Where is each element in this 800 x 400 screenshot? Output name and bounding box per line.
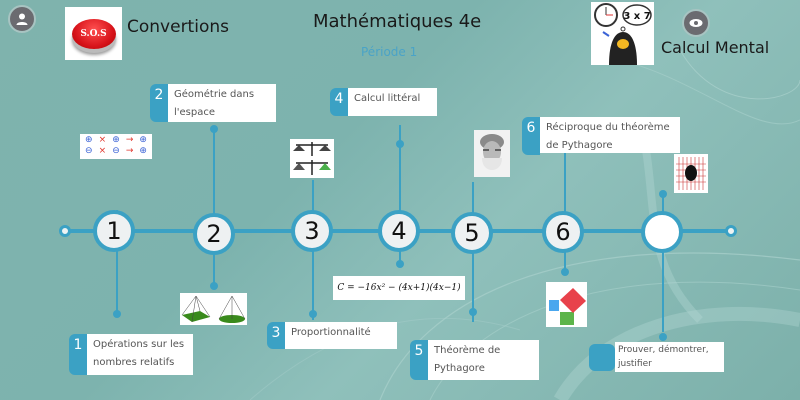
balance-scale-image <box>290 139 334 178</box>
chapter-title-line1: Géométrie dans <box>174 89 255 100</box>
timeline-start-point <box>59 225 71 237</box>
pyramid-cone-image <box>180 293 247 325</box>
user-icon <box>16 13 28 25</box>
chapter-number: 4 <box>330 88 348 116</box>
mental-math-illustration: 3 x 7 <box>594 3 652 65</box>
eye-icon <box>689 19 703 27</box>
connector-dot-7a <box>659 190 667 198</box>
connector-2 <box>213 128 215 288</box>
chapter-card-7[interactable]: Prouver, démontrer, justifier <box>589 342 724 372</box>
sos-image-text: S.O.S <box>71 18 116 49</box>
formula-image: C = −16x² − (4x+1)(4x−1) <box>333 276 465 300</box>
chapter-number: 6 <box>522 117 540 155</box>
timeline-node-3[interactable]: 3 <box>291 210 333 252</box>
svg-text:3 x 7: 3 x 7 <box>623 11 650 22</box>
mental-math-link[interactable]: Calcul Mental <box>661 38 770 57</box>
mental-math-image[interactable]: 3 x 7 <box>591 2 654 65</box>
connector-dot-3 <box>309 310 317 318</box>
chapter-title-line1: Calcul littéral <box>354 93 421 104</box>
chapter-number: 5 <box>410 340 428 380</box>
period-subtitle: Période 1 <box>361 45 418 59</box>
pythagoras-squares-image <box>546 282 587 327</box>
conversions-link[interactable]: Convertions <box>127 17 229 37</box>
chapter-title-line2: nombres relatifs <box>93 357 175 368</box>
connector-dot-2b <box>210 282 218 290</box>
page-title: Mathématiques 4e <box>313 11 482 32</box>
connector-dot-1 <box>113 310 121 318</box>
connector-dot-7b <box>659 333 667 341</box>
user-button[interactable] <box>8 5 36 33</box>
chapter-number: 3 <box>267 322 285 349</box>
connector-dot-5 <box>469 308 477 316</box>
connector-dot-4b <box>396 260 404 268</box>
chapter-title-line1: Proportionnalité <box>291 327 371 338</box>
chapter-title-line1: Prouver, démontrer, <box>618 345 709 355</box>
chapter-card-4[interactable]: 4 Calcul littéral <box>330 88 437 116</box>
connector-dot-2a <box>210 125 218 133</box>
chapter-number: 2 <box>150 84 168 122</box>
chapter-title-line2: l'espace <box>174 107 216 118</box>
chapter-card-3[interactable]: 3 Proportionnalité <box>267 322 397 349</box>
pythagoras-portrait-image <box>474 130 510 177</box>
connector-1 <box>116 210 118 314</box>
chapter-title-line2: de Pythagore <box>546 140 613 151</box>
connector-dot-4a <box>396 140 404 148</box>
chapter-number: 1 <box>69 334 87 375</box>
chapter-card-6[interactable]: 6 Réciproque du théorème de Pythagore <box>522 117 680 155</box>
timeline-end-point <box>725 225 737 237</box>
connector-4 <box>399 125 401 265</box>
chapter-card-2[interactable]: 2 Géométrie dans l'espace <box>150 84 276 122</box>
chapter-title-line2: justifier <box>618 359 652 369</box>
chapter-title-line1: Réciproque du théorème <box>546 122 670 133</box>
chapter-title-line1: Théorème de <box>434 345 501 356</box>
timeline-node-2[interactable]: 2 <box>193 213 235 255</box>
signs-rule-image: ⊕×⊕→⊕ ⊖×⊖→⊕ <box>80 134 152 159</box>
timeline-node-4[interactable]: 4 <box>378 210 420 252</box>
view-button[interactable] <box>682 9 710 37</box>
chapter-title-line2: Pythagore <box>434 363 485 374</box>
timeline-node-6[interactable]: 6 <box>542 211 584 253</box>
timeline-node-5[interactable]: 5 <box>451 212 493 254</box>
timeline-node-1[interactable]: 1 <box>93 210 135 252</box>
chapter-card-1[interactable]: 1 Opérations sur les nombres relatifs <box>69 334 193 375</box>
sos-button-image[interactable]: S.O.S <box>65 7 122 60</box>
chapter-number <box>589 344 615 371</box>
chapter-card-5[interactable]: 5 Théorème de Pythagore <box>410 340 539 380</box>
connector-7 <box>662 192 664 332</box>
connector-dot-6 <box>561 268 569 276</box>
perpendicular-lines-image <box>674 154 708 193</box>
chapter-title-line1: Opérations sur les <box>93 339 185 350</box>
timeline-node-7[interactable] <box>641 211 683 253</box>
